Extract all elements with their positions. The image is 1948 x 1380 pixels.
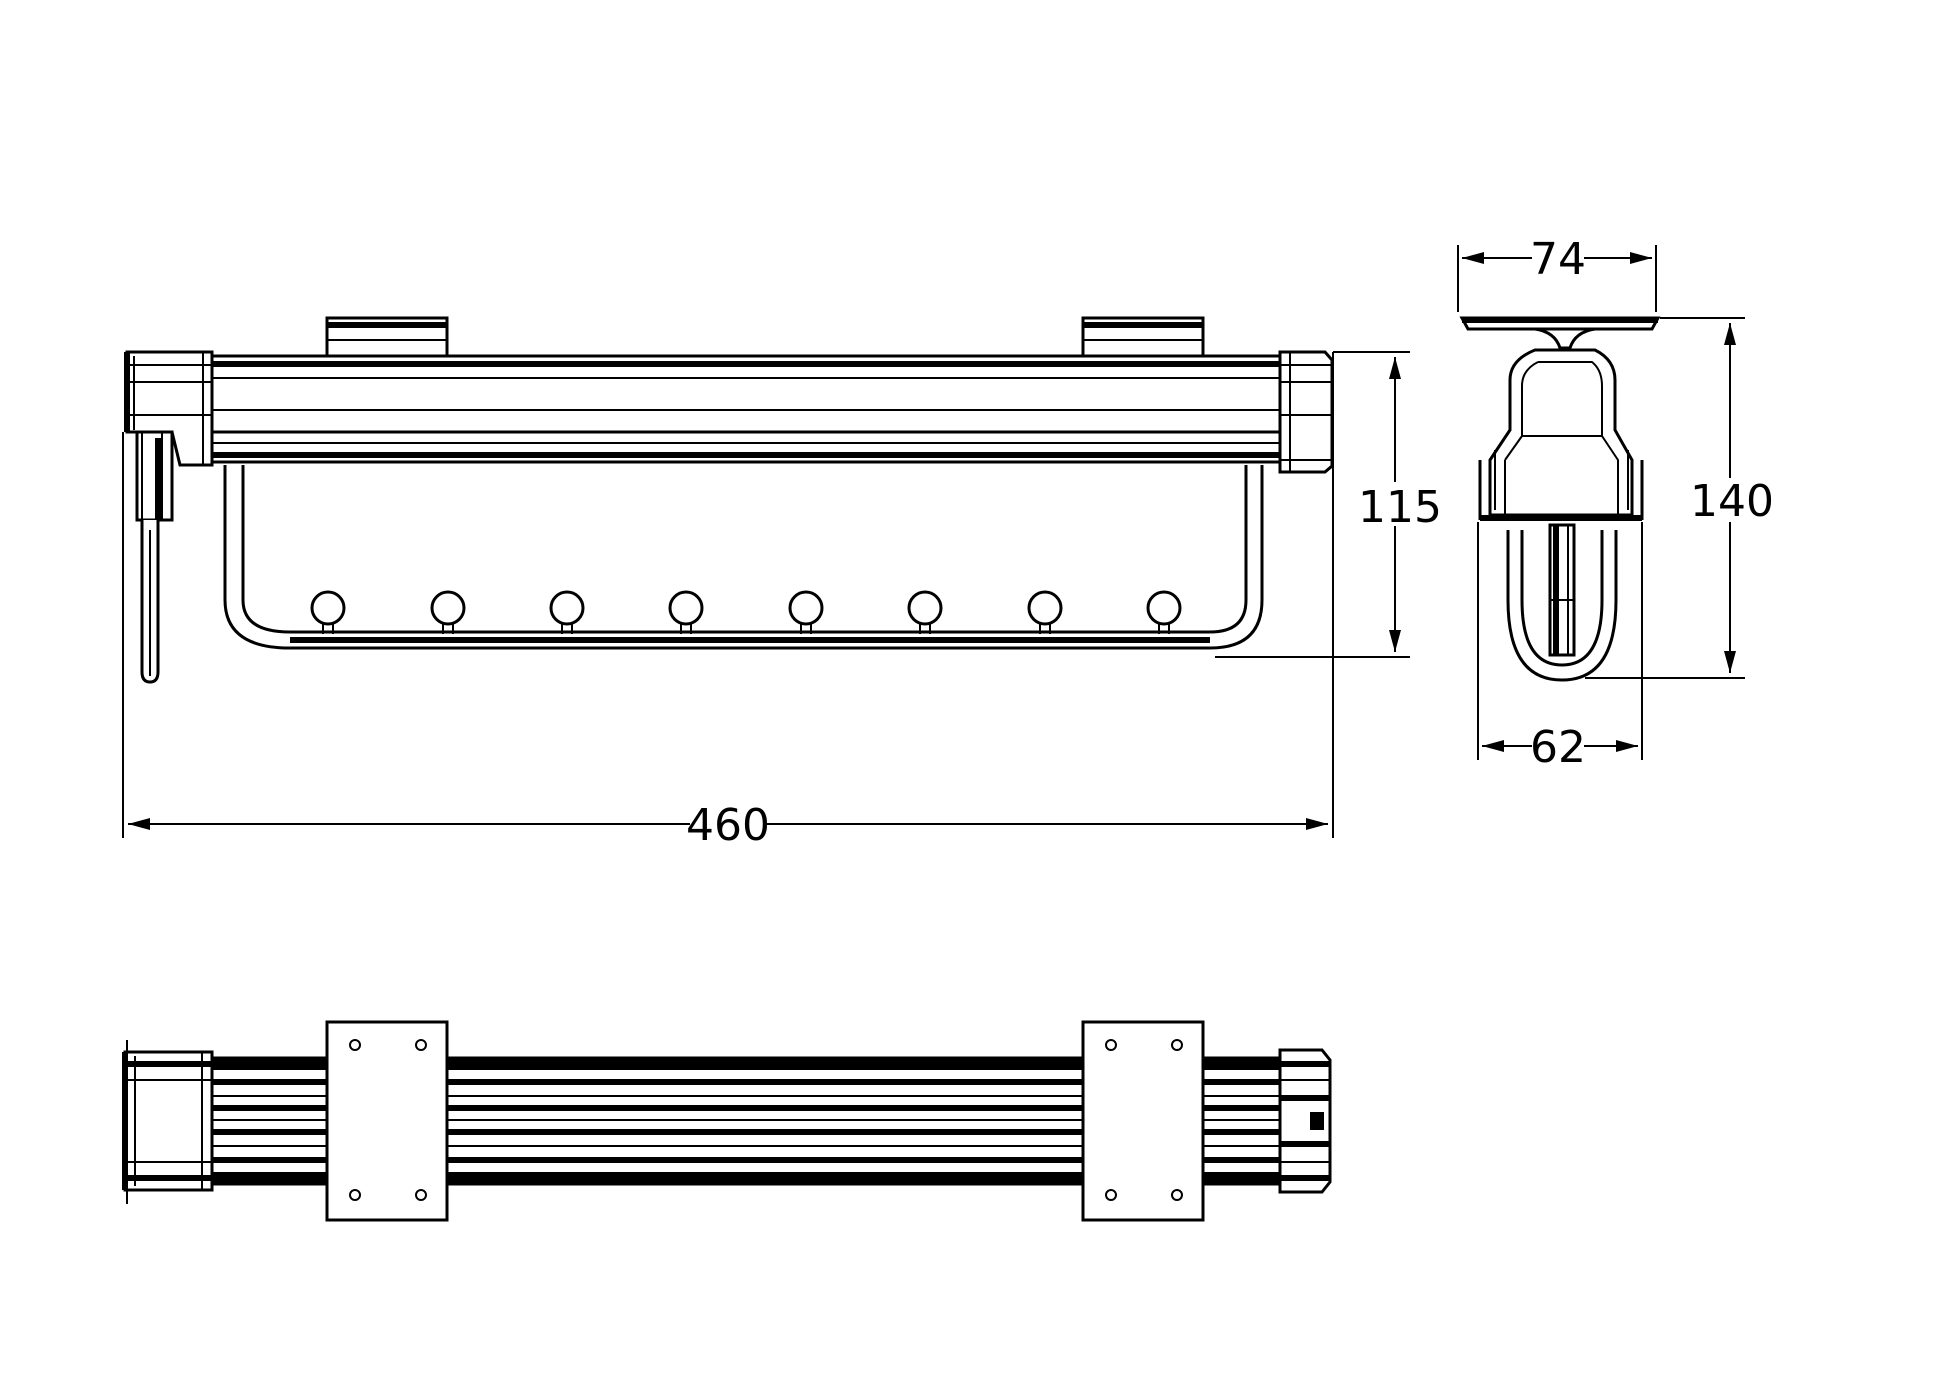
dimension-side-bottom-width: 62 [1477, 522, 1643, 773]
front-mount-block-left [325, 316, 449, 358]
dimension-label-460: 460 [686, 800, 770, 851]
top-view [122, 1020, 1332, 1222]
screw-hole [1171, 1039, 1183, 1051]
hook-3 [549, 590, 585, 634]
front-view: 460 115 [122, 316, 1442, 851]
hook-1 [310, 590, 346, 634]
hook-5 [788, 590, 824, 634]
dimension-side-top-width: 74 [1457, 234, 1657, 312]
hook-2 [430, 590, 466, 634]
top-end-cap-left [122, 1040, 214, 1204]
front-handle-left [135, 430, 174, 684]
screw-hole [415, 1189, 427, 1201]
side-view: 74 140 62 [1457, 234, 1774, 773]
side-loop-hook [1506, 523, 1618, 682]
front-hooks [310, 590, 1182, 634]
dimension-label-140: 140 [1690, 476, 1774, 527]
dimension-label-74: 74 [1530, 234, 1586, 285]
hook-4 [668, 590, 704, 634]
hook-8 [1146, 590, 1182, 634]
front-hanger-frame [223, 465, 1264, 650]
screw-hole [1171, 1189, 1183, 1201]
screw-hole [349, 1189, 361, 1201]
side-top-plate [1459, 316, 1661, 350]
hook-7 [1027, 590, 1063, 634]
front-main-rail [208, 354, 1287, 464]
screw-hole [1105, 1039, 1117, 1051]
dimension-side-height: 140 [1585, 317, 1774, 679]
dimension-label-115: 115 [1358, 482, 1442, 533]
side-bracket [1478, 348, 1644, 521]
top-mount-plate-left [325, 1020, 449, 1222]
dimension-front-height: 115 [1215, 351, 1442, 658]
dimension-label-62: 62 [1530, 722, 1586, 773]
front-mount-block-right [1081, 316, 1205, 358]
hook-6 [907, 590, 943, 634]
screw-hole [1105, 1189, 1117, 1201]
screw-hole [415, 1039, 427, 1051]
screw-hole [349, 1039, 361, 1051]
front-end-cap-left [124, 350, 214, 467]
top-end-cap-right [1278, 1048, 1332, 1194]
dimension-overall-length: 460 [122, 352, 1334, 851]
top-mount-plate-right [1081, 1020, 1205, 1222]
front-end-cap-right [1278, 350, 1334, 474]
